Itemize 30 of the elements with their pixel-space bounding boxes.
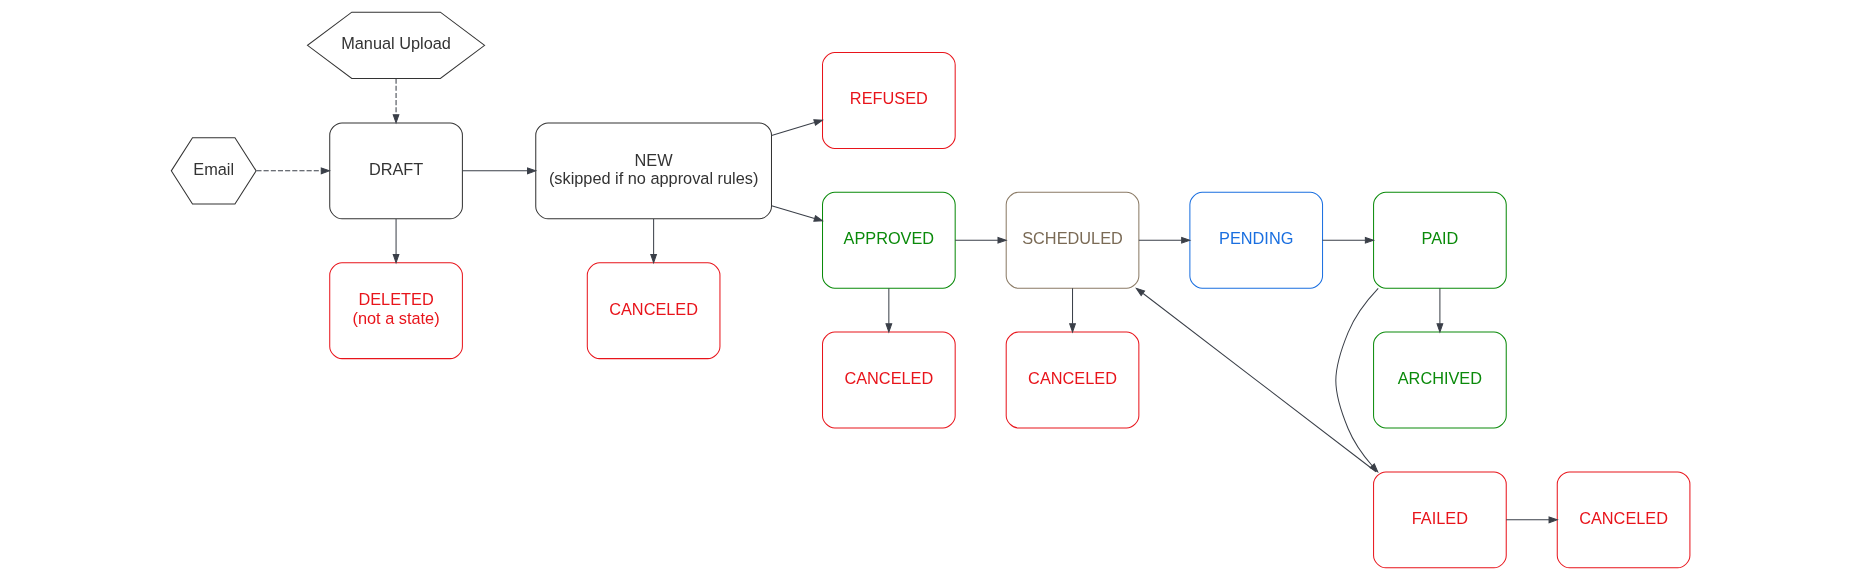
node-box: REFUSED: [821, 51, 956, 149]
node-box: CANCELED: [586, 262, 720, 360]
node-box: PENDING: [1188, 191, 1323, 289]
node-box: CANCELED: [821, 331, 956, 429]
node-box: NEW (skipped if no approval rules): [534, 122, 772, 220]
arrow: [1435, 287, 1443, 334]
arrow: [255, 167, 331, 175]
arrow: [954, 236, 1008, 244]
node-box: SCHEDULED: [1005, 191, 1139, 289]
node-box: APPROVED: [821, 191, 956, 289]
node-box: CANCELED: [1005, 331, 1139, 429]
node-box: PAID: [1372, 191, 1507, 289]
arrow: [392, 218, 400, 265]
arrow: [1134, 287, 1376, 473]
arrow: [884, 287, 892, 334]
node-box: FAILED: [1372, 471, 1507, 569]
arrow: [1321, 236, 1375, 244]
arrow: [461, 167, 537, 175]
arrow: [392, 78, 400, 125]
arrow: [770, 119, 824, 137]
arrow: [1505, 516, 1559, 524]
arrow: [1137, 236, 1191, 244]
arrow: [649, 218, 657, 265]
arrow: [770, 205, 824, 222]
node-box: CANCELED: [1556, 471, 1690, 569]
node-box: ARCHIVED: [1372, 331, 1507, 429]
node-box: DELETED (not a state): [328, 262, 463, 360]
arrow: [1068, 287, 1076, 334]
arrow: [1334, 287, 1379, 473]
node-box: DRAFT: [328, 122, 463, 220]
